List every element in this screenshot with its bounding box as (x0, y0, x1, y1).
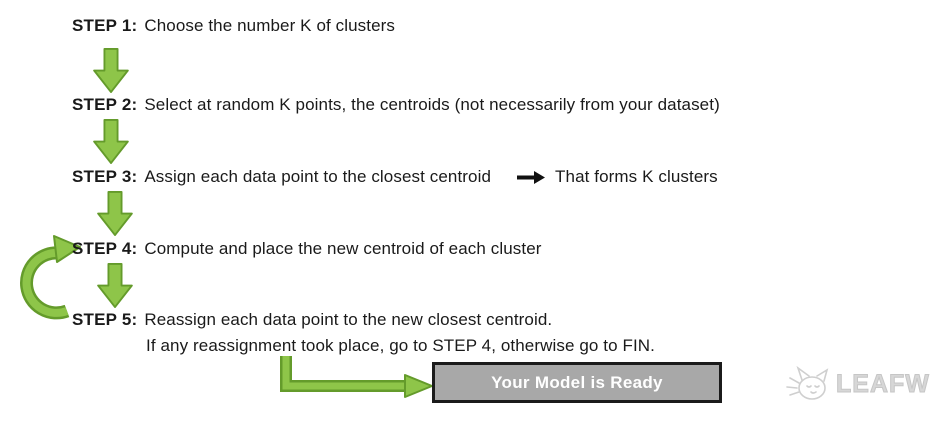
watermark-text: LEAFW (836, 369, 930, 398)
step-1-text: Choose the number K of clusters (144, 16, 396, 35)
right-arrow-icon (517, 170, 546, 184)
loop-arrow-icon (20, 235, 81, 320)
step-3-text: Assign each data point to the closest ce… (144, 167, 492, 186)
step-4-line: STEP 4: Compute and place the new centro… (72, 239, 542, 259)
step-2-line: STEP 2: Select at random K points, the c… (72, 95, 720, 115)
step-3-note: That forms K clusters (555, 167, 718, 186)
step-5-text-line2: If any reassignment took place, go to ST… (146, 336, 655, 355)
cat-doodle-icon (786, 365, 829, 400)
down-arrow-icon (93, 48, 129, 93)
down-arrow-icon (97, 191, 133, 236)
down-arrow-icon (97, 263, 133, 308)
result-box: Your Model is Ready (432, 362, 722, 403)
step-5-text: Reassign each data point to the new clos… (144, 310, 553, 329)
step-3-label: STEP 3: (72, 167, 138, 186)
step-1-line: STEP 1: Choose the number K of clusters (72, 16, 395, 36)
watermark: LEAFW (784, 362, 930, 406)
step-2-text: Select at random K points, the centroids… (144, 95, 720, 114)
step-3-line: STEP 3: Assign each data point to the cl… (72, 167, 718, 187)
step-5-line: STEP 5: Reassign each data point to the … (72, 310, 552, 330)
step-5-label: STEP 5: (72, 310, 138, 329)
result-box-label: Your Model is Ready (491, 372, 663, 392)
step-1-label: STEP 1: (72, 16, 138, 35)
step-4-text: Compute and place the new centroid of ea… (144, 239, 542, 258)
step-2-label: STEP 2: (72, 95, 138, 114)
elbow-arrow-icon (280, 356, 433, 398)
down-arrow-icon (93, 119, 129, 164)
step-4-label: STEP 4: (72, 239, 138, 258)
